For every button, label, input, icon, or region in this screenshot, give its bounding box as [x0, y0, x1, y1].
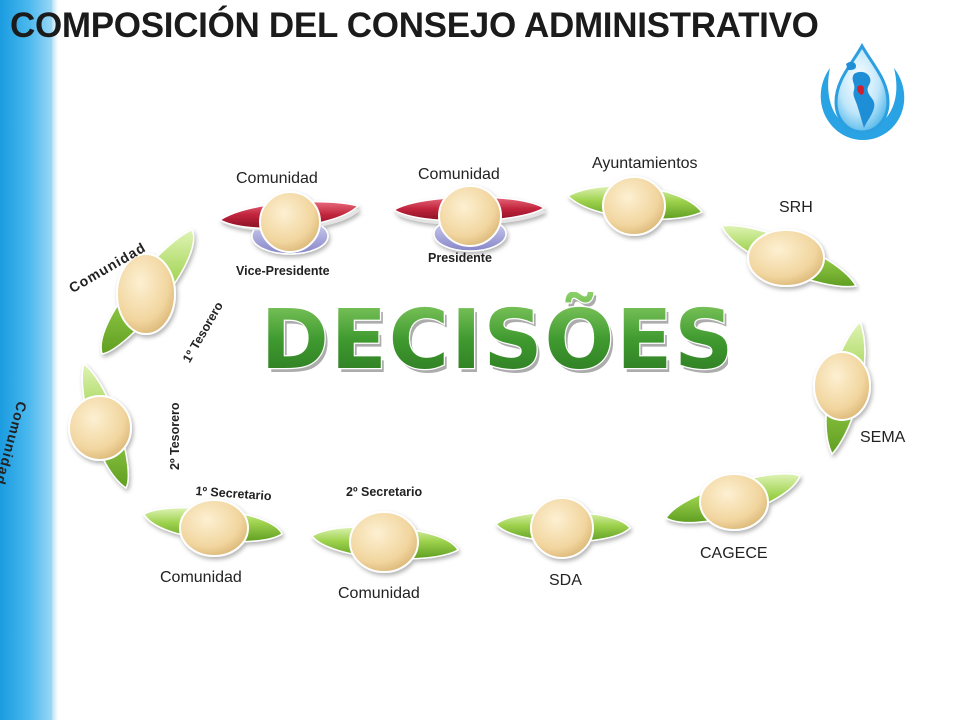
- label-2-tesorero: 2º Tesorero: [168, 402, 182, 470]
- svg-text:DECISÕES: DECISÕES: [268, 295, 728, 384]
- label-cagece: CAGECE: [700, 545, 768, 562]
- label-presidente: Presidente: [428, 251, 492, 265]
- node-comunidad-1-tesorero: [100, 229, 195, 355]
- center-decisoes-word: DECISÕES DECISÕES: [268, 292, 728, 384]
- node-srh: [720, 224, 858, 288]
- label-comunidad-2sec: Comunidad: [338, 585, 420, 602]
- label-sda: SDA: [549, 572, 582, 589]
- label-comunidad-presidente: Comunidad: [418, 166, 500, 183]
- decisoes-label: DECISÕES: [268, 292, 728, 384]
- label-ayuntamientos: Ayuntamientos: [592, 155, 698, 172]
- slide-title: COMPOSICIÓN DEL CONSEJO ADMINISTRATIVO: [10, 6, 819, 45]
- node-sda: [494, 497, 631, 559]
- water-drop-americas-logo-icon: [820, 42, 905, 140]
- node-cagece: [664, 473, 801, 531]
- label-sema: SEMA: [860, 429, 906, 446]
- label-srh: SRH: [779, 199, 813, 216]
- label-vice-presidente: Vice-Presidente: [236, 264, 330, 278]
- label-comunidad-1sec: Comunidad: [160, 569, 242, 586]
- label-2-secretario: 2º Secretario: [346, 485, 423, 499]
- node-comunidad-2-tesorero: [68, 362, 132, 490]
- node-comunidad-presidente: [392, 185, 546, 252]
- node-ayuntamientos: [566, 176, 704, 236]
- label-comunidad-vp: Comunidad: [236, 170, 318, 187]
- node-comunidad-vice-presidente: [218, 191, 360, 255]
- left-accent-bar-glow: [52, 0, 58, 720]
- node-comunidad-2-secretario: [310, 511, 460, 573]
- node-comunidad-1-secretario: [143, 499, 283, 557]
- node-sema: [813, 320, 871, 456]
- left-accent-bar: [0, 0, 52, 720]
